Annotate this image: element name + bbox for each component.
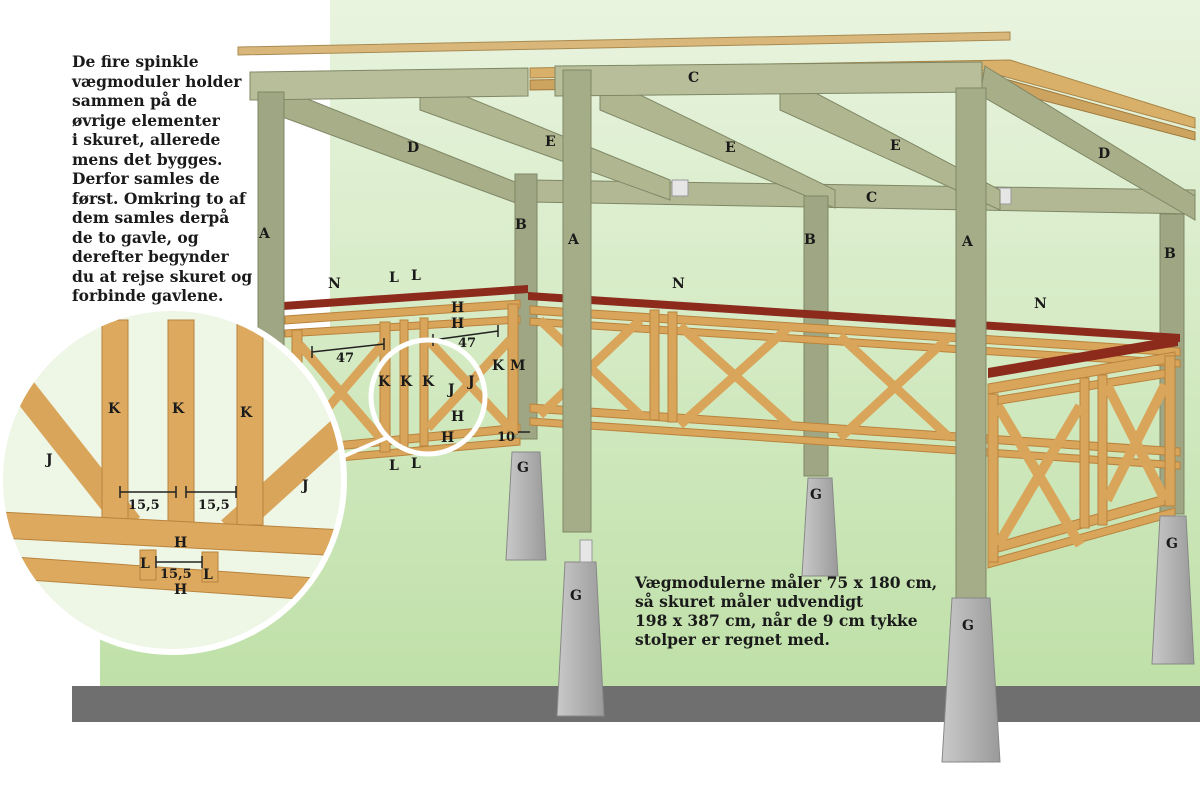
dim-10: 10 [497, 430, 515, 445]
label-l-top-2: L [411, 268, 421, 284]
label-e-1: E [545, 134, 556, 150]
label-g-5: G [962, 618, 974, 634]
label-k-detail-3: K [240, 405, 253, 421]
label-c-front: C [688, 70, 699, 86]
post-a-mid [562, 69, 592, 533]
front-beam-c-left [249, 67, 529, 101]
dim-15-5-left: 15,5 [128, 498, 160, 513]
label-b-mid: B [804, 232, 816, 248]
footing-g-1 [505, 451, 547, 561]
right-wall-modules [987, 336, 1178, 569]
dimension-note: Vægmodulerne måler 75 x 180 cm, så skure… [635, 573, 938, 649]
label-g-2: G [810, 487, 822, 503]
ground-strip [72, 686, 1200, 722]
footing-g-4 [556, 561, 605, 717]
label-n-right: N [1034, 296, 1047, 312]
label-c-back: C [866, 190, 877, 206]
dim-15-5-bottom: 15,5 [160, 567, 192, 582]
label-k-3: K [422, 374, 435, 390]
label-m: M [510, 358, 526, 374]
label-l-detail-1: L [140, 556, 150, 572]
label-k-2: K [400, 374, 413, 390]
label-d-right: D [1098, 146, 1110, 162]
label-h-detail-1: H [174, 535, 187, 551]
label-j-2: J [466, 374, 475, 390]
label-j-detail-left: J [44, 452, 53, 468]
label-e-3: E [890, 138, 901, 154]
detail-magnifier [0, 305, 347, 655]
footing-g-3 [1151, 515, 1195, 665]
footing-g-2 [801, 477, 839, 577]
label-a-right: A [961, 234, 974, 250]
part-labels: C C D D E E E A A A B B B N N N L L H H … [44, 70, 1178, 634]
dim-47-right: 47 [458, 336, 476, 351]
dim-15-5-right: 15,5 [198, 498, 230, 513]
post-a-left [257, 91, 285, 363]
label-l-bottom-2: L [411, 456, 421, 472]
dimension-labels: 47 47 10 15,5 15,5 15,5 [128, 336, 515, 582]
label-j-1: J [446, 382, 455, 398]
label-h-mid-1: H [451, 409, 464, 425]
label-k-detail-2: K [172, 401, 185, 417]
detail-callout-small [368, 337, 488, 457]
label-h-mid-2: H [441, 430, 454, 446]
label-k-side: K [492, 358, 505, 374]
label-l-detail-2: L [203, 567, 213, 583]
label-d-left: D [407, 140, 419, 156]
label-e-2: E [725, 140, 736, 156]
label-k-1: K [378, 374, 391, 390]
label-g-4: G [570, 588, 582, 604]
front-beam-c-right [554, 61, 983, 97]
label-k-detail-1: K [108, 401, 121, 417]
roof-board [237, 31, 1011, 56]
label-j-detail-right: J [300, 478, 309, 494]
label-h-detail-2: H [174, 582, 187, 598]
label-h-top-1: H [451, 300, 464, 316]
label-n-left: N [328, 276, 341, 292]
label-h-top-2: H [451, 316, 464, 332]
label-g-3: G [1166, 536, 1178, 552]
label-g-1: G [517, 460, 529, 476]
intro-text: De fire spinkle vægmoduler holder sammen… [72, 52, 253, 305]
footing-g-5 [941, 597, 1001, 763]
label-l-top-1: L [389, 270, 399, 286]
label-b-left: B [515, 217, 527, 233]
label-a-left: A [258, 226, 271, 242]
label-l-bottom-1: L [389, 458, 399, 474]
dim-47-left: 47 [336, 351, 354, 366]
label-a-mid: A [567, 232, 580, 248]
post-a-right [955, 87, 987, 599]
label-b-right: B [1164, 246, 1176, 262]
label-n-mid: N [672, 276, 685, 292]
